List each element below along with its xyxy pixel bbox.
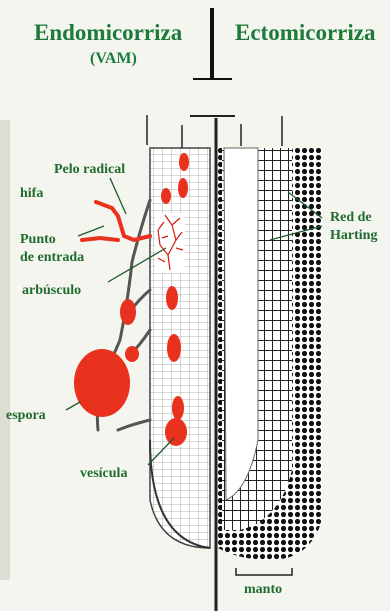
manto-bracket (236, 568, 292, 575)
ectomycorrhiza-title: Ectomicorriza (235, 20, 375, 46)
endomycorrhiza-subtitle: (VAM) (90, 50, 137, 68)
label-hifa: hifa (20, 186, 43, 201)
cortex-vesicle-1 (179, 153, 189, 171)
label-pelo-radical: Pelo radical (54, 162, 125, 177)
cortex-vesicle-7 (172, 396, 184, 420)
label-arbusculo: arbúsculo (22, 283, 81, 298)
cortex-vesicle-5 (166, 286, 178, 310)
spore-small-1 (120, 299, 136, 325)
ecto-stele (224, 148, 258, 500)
vesicle-main (165, 418, 187, 446)
cortex-vesicle-6 (167, 334, 181, 362)
cortex-vesicle-3 (161, 188, 171, 204)
label-red-de-harting-2: Harting (330, 228, 377, 243)
endomycorrhiza-title: Endomicorriza (34, 20, 182, 46)
label-punto-de-entrada-1: Punto (20, 232, 56, 247)
endomycorrhiza-root (147, 115, 210, 548)
arbuscule (155, 213, 185, 273)
label-punto-de-entrada-2: de entrada (20, 250, 84, 265)
ectomycorrhiza-root (218, 116, 322, 560)
spore-small-2 (125, 346, 139, 362)
label-red-de-harting-1: Red de (330, 210, 372, 225)
left-edge-texture (0, 120, 10, 580)
cortex-vesicle-2 (178, 178, 188, 198)
label-manto: manto (244, 582, 282, 597)
spore-large (74, 349, 130, 417)
label-vesicula: vesícula (80, 466, 127, 481)
label-espora: espora (6, 408, 46, 423)
